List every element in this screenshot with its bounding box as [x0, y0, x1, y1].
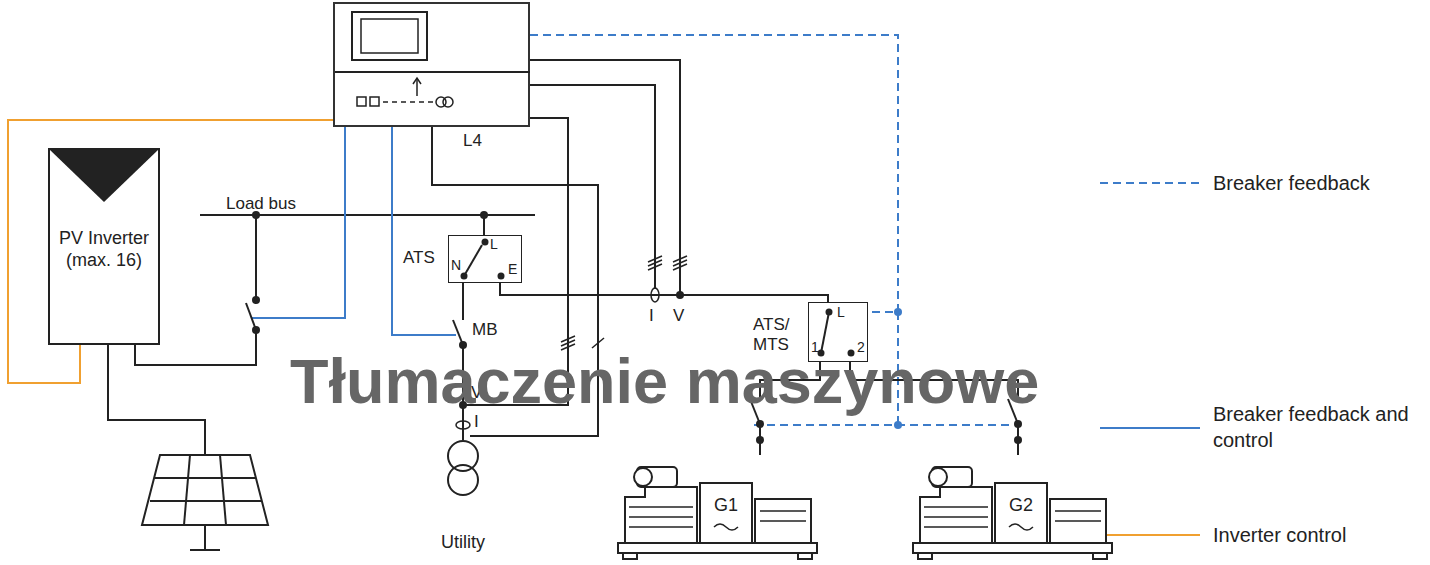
- connector-line: [8, 120, 333, 383]
- signal-label: V: [673, 306, 684, 326]
- legend-sample: [1100, 182, 1200, 184]
- inverter-label: PV Inverter (max. 16): [52, 228, 156, 271]
- controller-box: L4: [333, 2, 530, 127]
- watermark: Tłumaczenie maszynowe: [290, 344, 1039, 420]
- terminal-label: L: [837, 304, 845, 321]
- legend-sample: [1100, 534, 1200, 536]
- controller-box-outline: [335, 4, 528, 125]
- utility-transformer: Utility: [440, 440, 486, 558]
- hash-marks: [561, 256, 687, 350]
- generator-set: G1: [615, 455, 820, 560]
- inverter-box: PV Inverter (max. 16): [48, 148, 160, 345]
- generator-label: G1: [701, 495, 751, 517]
- generator-set: G2: [910, 455, 1115, 560]
- connector: [8, 120, 333, 383]
- connector: [500, 283, 828, 302]
- connector-line: [500, 283, 828, 302]
- breaker-label: MB: [472, 320, 498, 340]
- ats-box: ATSLNE: [448, 235, 522, 283]
- legend-text: Inverter control: [1213, 522, 1418, 548]
- terminal-label: N: [451, 257, 461, 274]
- generator-label: G2: [996, 495, 1046, 517]
- signal-label: I: [649, 306, 654, 326]
- legend-sample: [1100, 427, 1200, 429]
- utility-label: Utility: [423, 532, 503, 554]
- terminal-label: L: [490, 236, 498, 253]
- connector-line: [530, 35, 898, 312]
- terminal-label: E: [508, 261, 517, 278]
- legend-text: Breaker feedback: [1213, 170, 1418, 196]
- device-label: L4: [463, 131, 482, 151]
- switch-label: ATS: [403, 248, 435, 268]
- control-wires: [252, 127, 457, 335]
- bus-label: Load bus: [226, 194, 296, 214]
- connector: [530, 35, 898, 312]
- solar-panel: [142, 455, 268, 550]
- legend-text: Breaker feedback and control: [1213, 401, 1418, 453]
